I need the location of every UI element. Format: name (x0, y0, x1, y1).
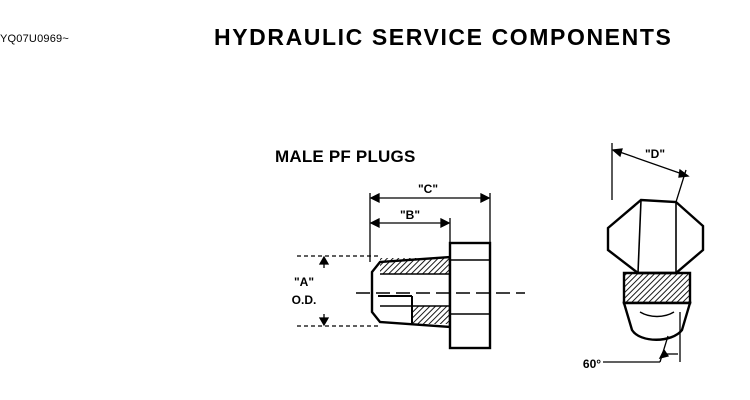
plug-side-view (356, 241, 525, 350)
label-od: O.D. (292, 293, 317, 307)
label-b: "B" (400, 208, 420, 222)
plug-end-view (606, 198, 705, 341)
dimension-b (369, 217, 451, 262)
dimension-c (369, 192, 491, 243)
label-a: "A" (294, 275, 314, 289)
page-title: HYDRAULIC SERVICE COMPONENTS (214, 24, 673, 50)
dimension-d (611, 143, 690, 203)
label-c: "C" (418, 182, 438, 196)
label-angle: 60° (583, 357, 601, 371)
figure-subtitle: MALE PF PLUGS (275, 147, 416, 166)
dimension-a (297, 255, 378, 327)
angle-callout (603, 312, 681, 363)
document-code: YQ07U0969~ (0, 33, 69, 45)
label-d: "D" (645, 147, 665, 161)
